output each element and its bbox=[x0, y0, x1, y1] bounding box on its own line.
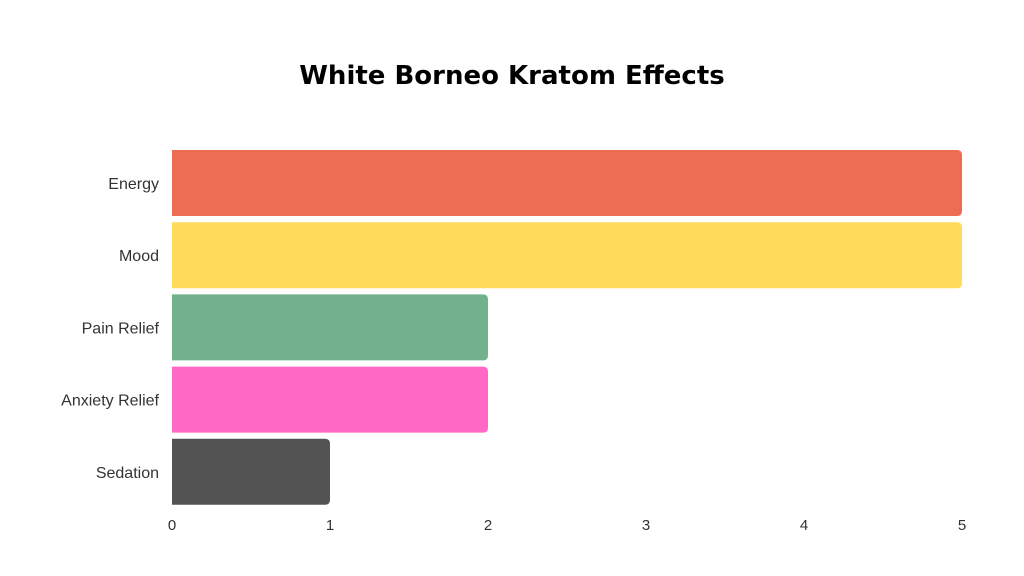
category-label-mood: Mood bbox=[119, 248, 159, 265]
x-tick-label-1: 1 bbox=[326, 517, 334, 534]
category-label-energy: Energy bbox=[108, 176, 159, 193]
x-tick-label-4: 4 bbox=[800, 517, 808, 534]
x-axis-ticks: 0 1 2 3 4 5 bbox=[168, 517, 966, 534]
bars-group bbox=[172, 150, 962, 505]
bar-mood bbox=[172, 222, 962, 289]
category-label-sedation: Sedation bbox=[96, 465, 159, 482]
category-label-pain-relief: Pain Relief bbox=[82, 320, 160, 337]
bar-anxiety-relief bbox=[172, 366, 488, 433]
x-tick-label-0: 0 bbox=[168, 517, 176, 534]
bar-pain-relief bbox=[172, 294, 488, 361]
x-tick-label-5: 5 bbox=[958, 517, 966, 534]
x-tick-label-3: 3 bbox=[642, 517, 650, 534]
category-label-anxiety-relief: Anxiety Relief bbox=[61, 393, 159, 410]
chart-title: White Borneo Kratom Effects bbox=[299, 61, 725, 91]
x-tick-label-2: 2 bbox=[484, 517, 492, 534]
bar-sedation bbox=[172, 438, 330, 505]
bar-energy bbox=[172, 150, 962, 216]
